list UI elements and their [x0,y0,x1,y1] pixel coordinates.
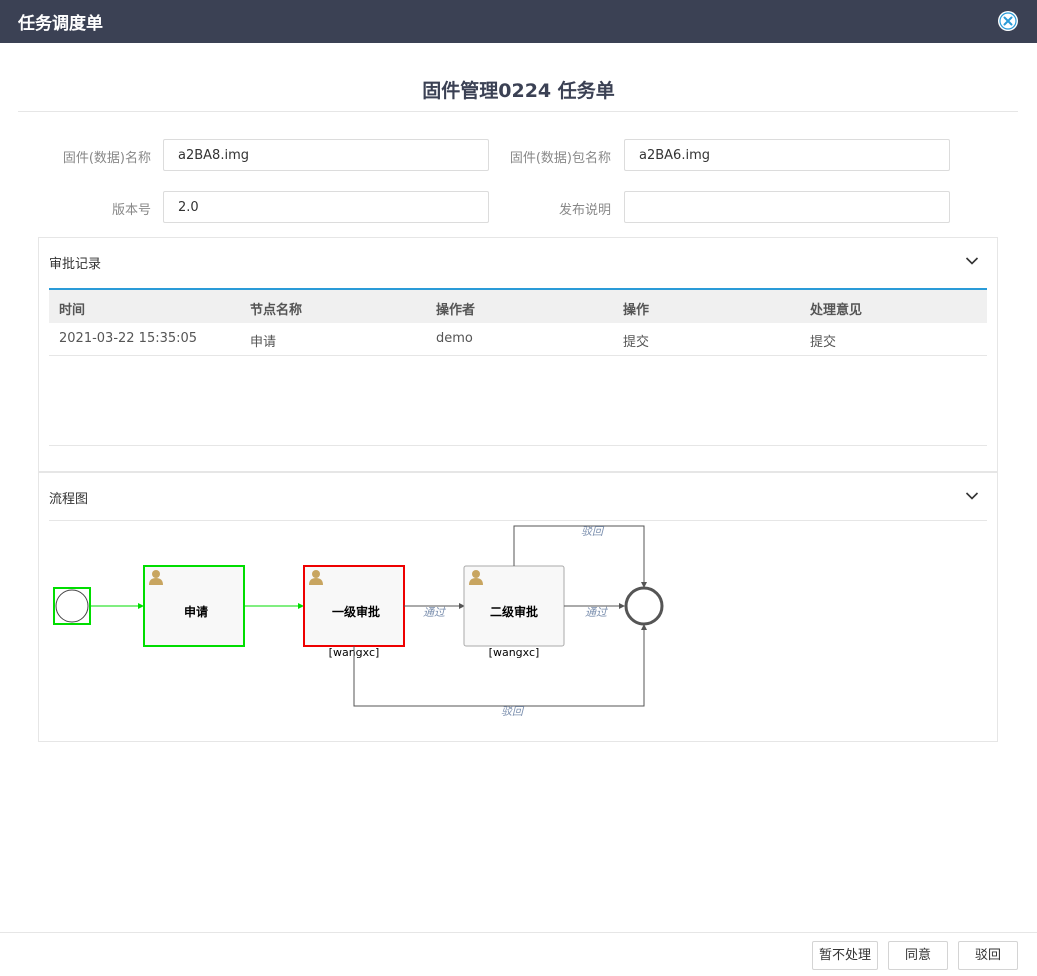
flow-node-level2[interactable]: 二级审批 [wangxc] [463,565,565,659]
flow-edge-reject-top-label: 驳回 [581,525,605,538]
user-icon [469,570,483,585]
flow-node-level2-label: 二级审批 [490,604,538,619]
column-header-node: 节点名称 [250,303,303,318]
flow-node-level1-label: 一级审批 [332,604,380,619]
flow-edge-reject-bottom-label: 驳回 [501,705,525,718]
chevron-down-icon[interactable] [965,256,979,266]
reject-button[interactable]: 驳回 [958,941,1018,970]
flow-node-level1[interactable]: 一级审批 [wangxc] [303,565,405,659]
agree-button[interactable]: 同意 [888,941,948,970]
approval-panel-title: 审批记录 [49,257,102,272]
flow-node-apply[interactable]: 申请 [143,565,245,647]
version-label: 版本号 [111,203,151,218]
approval-panel [38,237,998,472]
flow-edge-pass2-label: 通过 [585,606,609,619]
title-bar: 任务调度单 [0,0,1037,43]
column-header-operator: 操作者 [436,303,476,318]
flow-edge-reject-bottom [353,624,647,707]
row-divider [49,355,987,356]
package-name-field[interactable] [624,139,950,171]
title-divider [18,111,1018,112]
footer-divider [0,932,1037,933]
chevron-down-icon[interactable] [965,491,979,501]
flow-header-divider [49,520,987,521]
flow-edge-reject-top [513,525,647,588]
release-notes-field[interactable] [624,191,950,223]
defer-button[interactable]: 暂不处理 [812,941,878,970]
firmware-name-label: 固件(数据)名称 [62,151,151,166]
flow-diagram: 申请 一级审批 [wangxc] 通过 二级审批 [wangxc] 通过 驳回 … [53,525,664,718]
table-bottom-divider [49,445,987,446]
user-icon [149,570,163,585]
end-event[interactable] [624,586,664,626]
user-icon [309,570,323,585]
firmware-name-field[interactable] [163,139,489,171]
cell-operator: demo [436,331,473,346]
version-field[interactable] [163,191,489,223]
start-event[interactable] [53,587,91,625]
column-header-time: 时间 [59,303,86,318]
flow-edge-pass1-label: 通过 [423,606,447,619]
close-button[interactable] [998,11,1018,31]
flow-node-level2-assignee: [wangxc] [489,646,540,659]
column-header-action: 操作 [623,303,650,318]
package-name-label: 固件(数据)包名称 [509,151,611,166]
flow-panel-title: 流程图 [49,492,89,507]
approval-table-header: 时间 节点名称 操作者 操作 处理意见 [49,288,987,323]
cell-node: 申请 [250,335,277,350]
flow-node-apply-label: 申请 [184,604,208,619]
close-icon [999,12,1017,30]
cell-action: 提交 [623,335,650,350]
column-header-opinion: 处理意见 [810,303,863,318]
cell-time: 2021-03-22 15:35:05 [59,331,198,346]
page-title: 固件管理0224 任务单 [422,80,615,102]
window-title: 任务调度单 [18,14,103,34]
release-notes-label: 发布说明 [558,203,611,218]
cell-opinion: 提交 [810,335,837,350]
